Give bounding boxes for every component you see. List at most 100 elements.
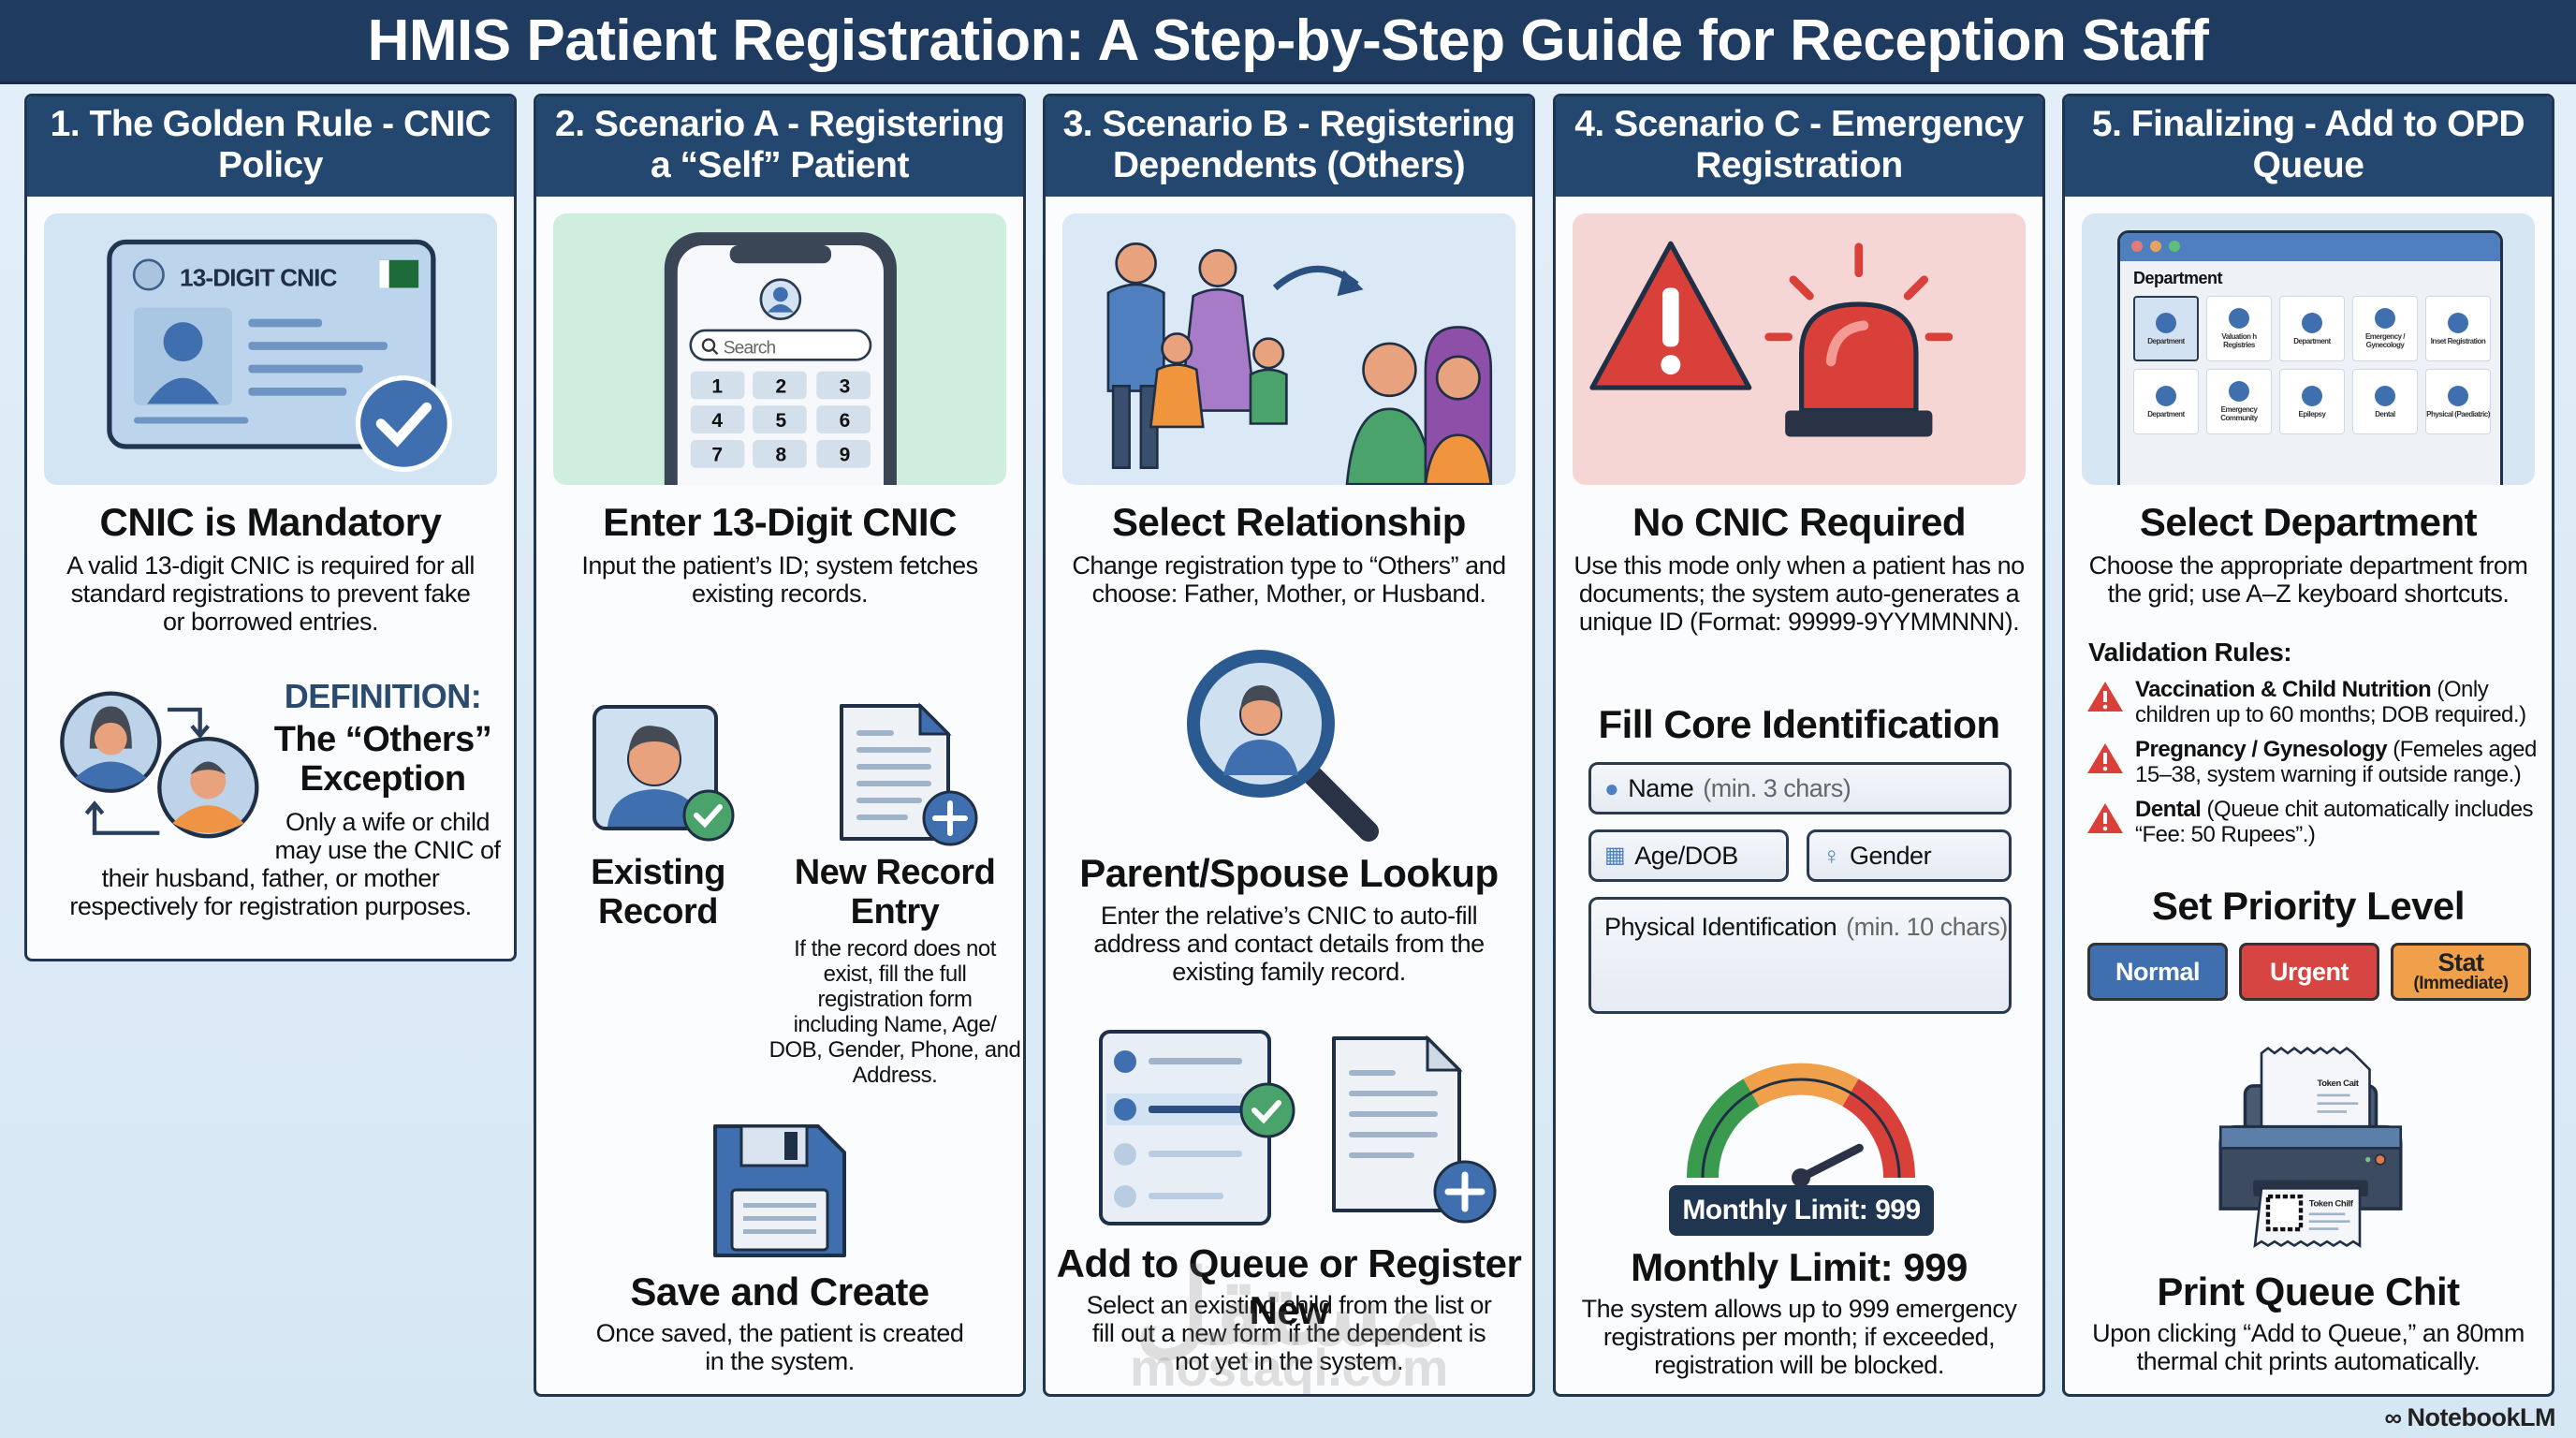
step-3-header: 3. Scenario B - Registering Dependents (… xyxy=(1046,96,1532,197)
name-field-hint: (min. 3 chars) xyxy=(1703,774,1852,802)
department-tile[interactable]: Dental xyxy=(2352,369,2418,434)
gender-field-label: Gender xyxy=(1850,842,1932,870)
step-1-card: 1. The Golden Rule - CNIC Policy 13-DIGI… xyxy=(24,94,517,961)
department-tile-label: Dental xyxy=(2375,409,2395,418)
step-2-card: 2. Scenario A - Registering a “Self” Pat… xyxy=(534,94,1026,1397)
department-tile-label: Emergency Community xyxy=(2220,405,2258,422)
name-field[interactable]: ● Name (min. 3 chars) xyxy=(1588,762,2012,814)
step-2-header: 2. Scenario A - Registering a “Self” Pat… xyxy=(536,96,1023,197)
age-dob-field[interactable]: ▦ Age/DOB xyxy=(1588,829,1789,882)
save-create-heading: Save and Create xyxy=(630,1269,929,1313)
department-tile[interactable]: Department xyxy=(2279,296,2345,361)
warning-icon xyxy=(2087,803,2123,833)
department-icon xyxy=(2156,385,2176,406)
gender-field[interactable]: ♀ Gender xyxy=(1807,829,2012,882)
step-5-card: 5. Finalizing - Add to OPD Queue Departm… xyxy=(2062,94,2554,1397)
register-new-document-icon xyxy=(1332,1034,1497,1224)
phone-search-input: Search xyxy=(724,338,776,358)
warning-icon xyxy=(2087,743,2123,773)
department-tile-label: Inset Registration xyxy=(2430,336,2486,345)
validation-rule: Dental (Queue chit automatically include… xyxy=(2135,797,2534,847)
enter-cnic-body: Input the patient’s ID; system fetches e… xyxy=(581,551,978,608)
department-tile[interactable]: Emergency Community xyxy=(2206,369,2272,434)
cnic-mandatory-heading: CNIC is Mandatory xyxy=(99,500,442,544)
keypad-key: 9 xyxy=(840,445,850,466)
step-4-header: 4. Scenario C - Emergency Registration xyxy=(1556,96,2042,197)
validation-rule: Vaccination & Child Nutrition (Only chil… xyxy=(2135,677,2526,727)
keypad-key: 4 xyxy=(711,410,723,432)
department-tile[interactable]: Physical (Paediatric) xyxy=(2425,369,2491,434)
calendar-icon: ▦ xyxy=(1604,843,1626,868)
select-department-heading: Select Department xyxy=(2139,500,2478,544)
priority-urgent-button[interactable]: Urgent xyxy=(2239,943,2379,1001)
enter-cnic-heading: Enter 13-Digit CNIC xyxy=(603,500,957,544)
physical-field-hint: (min. 10 chars) xyxy=(1846,913,2008,941)
step-1-header: 1. The Golden Rule - CNIC Policy xyxy=(27,96,514,197)
select-relationship-body: Change registration type to “Others” and… xyxy=(1072,551,1506,608)
select-existing-list-icon xyxy=(1099,1030,1295,1225)
queue-heading: Add to Queue or Register New xyxy=(1056,1241,1522,1332)
existing-record-label: Existing Record xyxy=(591,853,725,932)
priority-stat-button[interactable]: Stat(Immediate) xyxy=(2391,943,2531,1001)
department-icon xyxy=(2448,312,2468,333)
department-window-title: Department xyxy=(2133,269,2223,287)
save-create-body: Once saved, the patient is created in th… xyxy=(595,1319,964,1375)
age-dob-field-label: Age/DOB xyxy=(1634,842,1738,870)
department-icon xyxy=(2229,381,2249,402)
keypad-key: 2 xyxy=(775,375,785,397)
lookup-heading: Parent/Spouse Lookup xyxy=(1079,851,1499,895)
department-tile[interactable]: Emergency / Gynecology xyxy=(2352,296,2418,361)
keypad-key: 6 xyxy=(840,410,850,432)
priority-heading: Set Priority Level xyxy=(2151,884,2466,928)
department-icon xyxy=(2302,312,2322,333)
phone-illustration: Search 1 2 3 4 5 6 7 8 9 xyxy=(553,213,1006,485)
department-icon xyxy=(2302,385,2322,406)
department-tile[interactable]: Department xyxy=(2133,369,2199,434)
department-icon xyxy=(2375,308,2395,329)
new-record-body: If the record does not exist, fill the f… xyxy=(768,936,1021,1088)
keypad-key: 3 xyxy=(840,375,850,397)
save-floppy-icon xyxy=(713,1124,846,1257)
validation-rule: Pregnancy / Gynesology (Femeles aged 15–… xyxy=(2135,737,2537,787)
department-icon xyxy=(2375,385,2395,406)
warning-icon xyxy=(2087,682,2123,712)
monthly-limit-gauge xyxy=(1686,1063,1916,1187)
department-tile-label: Emergency / Gynecology xyxy=(2364,332,2406,349)
department-tile-label: Department xyxy=(2293,336,2331,345)
select-relationship-heading: Select Relationship xyxy=(1112,500,1466,544)
brand-label: NotebookLM xyxy=(2407,1403,2556,1431)
definition-title: The “Others” Exception xyxy=(273,720,492,799)
existing-record-icon xyxy=(593,705,735,842)
department-icon xyxy=(2229,308,2249,329)
gender-icon: ♀ xyxy=(1822,842,1841,870)
person-icon: ● xyxy=(1604,774,1619,802)
emergency-alarm-illustration xyxy=(1573,213,2026,485)
step-4-card: 4. Scenario C - Emergency Registration N… xyxy=(1553,94,2045,1397)
definition-body-part-1: Only a wife or child may use the CNIC of xyxy=(274,808,501,864)
department-tile-label: Physical (Paediatric) xyxy=(2426,409,2490,418)
department-tile[interactable]: Epilepsy xyxy=(2279,369,2345,434)
definition-body-part-2: their husband, father, or mother respect… xyxy=(69,864,472,920)
keypad-key: 5 xyxy=(775,410,786,432)
new-record-label: New Record Entry xyxy=(794,853,996,932)
keypad-key: 8 xyxy=(775,445,786,466)
department-icon xyxy=(2156,312,2176,333)
department-tile[interactable]: Inset Registration xyxy=(2425,296,2491,361)
magnifier-lookup-icon xyxy=(1187,650,1379,842)
no-cnic-body: Use this mode only when a patient has no… xyxy=(1573,551,2025,636)
no-cnic-heading: No CNIC Required xyxy=(1632,500,1967,544)
priority-normal-button[interactable]: Normal xyxy=(2087,943,2228,1001)
gauge-needle xyxy=(1796,1143,1864,1182)
cnic-card-illustration: 13-DIGIT CNIC xyxy=(44,213,497,485)
queue-body: Select an existing child from the list o… xyxy=(1086,1291,1492,1375)
department-tile[interactable]: Valuation h Registries xyxy=(2206,296,2272,361)
chit-bottom-label: Token Chilf xyxy=(2309,1199,2354,1210)
department-tile[interactable]: Department xyxy=(2133,296,2199,361)
others-exception-avatars-icon xyxy=(60,691,259,839)
monthly-limit-body: The system allows up to 999 emergency re… xyxy=(1581,1295,2017,1379)
department-tile-label: Department xyxy=(2147,336,2185,345)
physical-field-label: Physical Identification xyxy=(1604,913,1837,941)
chit-top-label: Token Cait xyxy=(2318,1078,2360,1089)
physical-identification-field[interactable]: Physical Identification (min. 10 chars) xyxy=(1588,897,2012,1014)
